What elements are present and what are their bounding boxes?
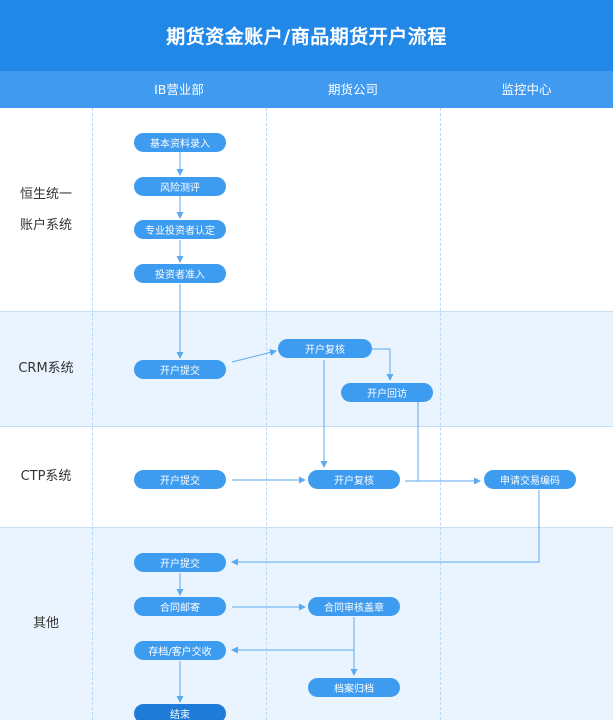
node-investor-access: 投资者准入 bbox=[134, 264, 226, 283]
lane-ctp: CTP系统 bbox=[0, 426, 613, 527]
lane-divider bbox=[0, 426, 613, 427]
node-archive: 档案归档 bbox=[308, 678, 400, 697]
column-header-futures: 期货公司 bbox=[327, 82, 378, 97]
node-trade-code: 申请交易编码 bbox=[484, 470, 576, 489]
column-divider bbox=[92, 108, 93, 720]
column-header-bar: IB营业部 期货公司 监控中心 bbox=[0, 71, 613, 108]
column-divider bbox=[266, 108, 267, 720]
node-other-submit: 开户提交 bbox=[134, 553, 226, 572]
column-divider bbox=[440, 108, 441, 720]
node-ctp-submit: 开户提交 bbox=[134, 470, 226, 489]
lane-label-crm: CRM系统 bbox=[18, 361, 74, 376]
node-end: 结束 bbox=[134, 704, 226, 720]
lane-label-ctp: CTP系统 bbox=[20, 469, 72, 484]
node-crm-review: 开户复核 bbox=[278, 339, 372, 358]
lane-divider bbox=[0, 311, 613, 312]
node-pro-investor: 专业投资者认定 bbox=[134, 220, 226, 239]
node-risk-test: 风险测评 bbox=[134, 177, 226, 196]
page-title: 期货资金账户/商品期货开户流程 bbox=[0, 0, 613, 71]
lane-crm: CRM系统 bbox=[0, 311, 613, 426]
lane-hengsheng: 恒生统一 账户系统 bbox=[0, 108, 613, 311]
node-ctp-review: 开户复核 bbox=[308, 470, 400, 489]
node-basic-info: 基本资料录入 bbox=[134, 133, 226, 152]
node-crm-submit: 开户提交 bbox=[134, 360, 226, 379]
lane-label-hengsheng: 恒生统一 账户系统 bbox=[19, 186, 72, 233]
node-contract-review: 合同审核盖章 bbox=[308, 597, 400, 616]
node-contract-mail: 合同邮寄 bbox=[134, 597, 226, 616]
node-crm-callback: 开户回访 bbox=[341, 383, 433, 402]
column-header-monitor: 监控中心 bbox=[501, 82, 552, 97]
lane-label-other: 其他 bbox=[32, 616, 59, 631]
node-archive-receive: 存档/客户交收 bbox=[134, 641, 226, 660]
column-header-ib: IB营业部 bbox=[154, 82, 204, 97]
